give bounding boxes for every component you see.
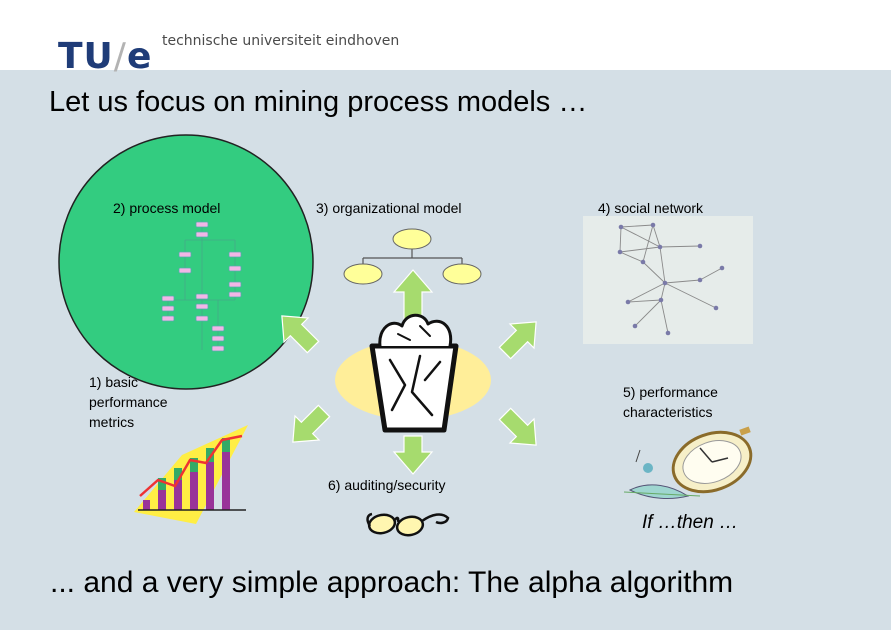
logo-slash: /	[113, 36, 127, 77]
label-performance-line2: characteristics	[623, 404, 713, 420]
label-if-then: If …then …	[642, 512, 739, 533]
label-basic-metrics: 1) basic performance metrics	[89, 372, 168, 432]
arrow-upper-left	[281, 315, 320, 354]
label-performance: 5) performance characteristics	[623, 382, 718, 422]
label-basic-metrics-line3: metrics	[89, 414, 135, 430]
logo-tu: TU	[58, 36, 114, 77]
arrow-upper-right	[498, 321, 537, 360]
tue-logo: TU/e	[58, 36, 152, 77]
arrow-down	[392, 435, 434, 475]
trash-bin-icon	[369, 313, 459, 433]
arrow-lower-right	[498, 407, 537, 446]
label-basic-metrics-line1: 1) basic	[89, 374, 139, 390]
glasses-icon	[366, 512, 450, 537]
organizational-model-diagram	[343, 228, 482, 285]
label-performance-line1: 5) performance	[623, 384, 718, 400]
slide-footer: ... and a very simple approach: The alph…	[50, 566, 734, 599]
label-basic-metrics-line2: performance	[89, 394, 168, 410]
arrow-lower-left	[292, 404, 331, 443]
social-network-graph	[583, 216, 753, 344]
bar-chart-icon	[134, 425, 248, 524]
label-organizational-model: 3) organizational model	[316, 200, 462, 216]
process-model-thumbnail	[161, 220, 242, 352]
focus-circle	[58, 134, 314, 390]
label-process-model: 2) process model	[113, 200, 221, 216]
university-name: technische universiteit eindhoven	[162, 33, 400, 49]
label-social-network: 4) social network	[598, 200, 704, 216]
label-auditing-security: 6) auditing/security	[328, 477, 446, 493]
stopwatch-icon	[623, 426, 753, 499]
logo-e: e	[126, 36, 153, 77]
slide-title: Let us focus on mining process models …	[49, 86, 588, 118]
